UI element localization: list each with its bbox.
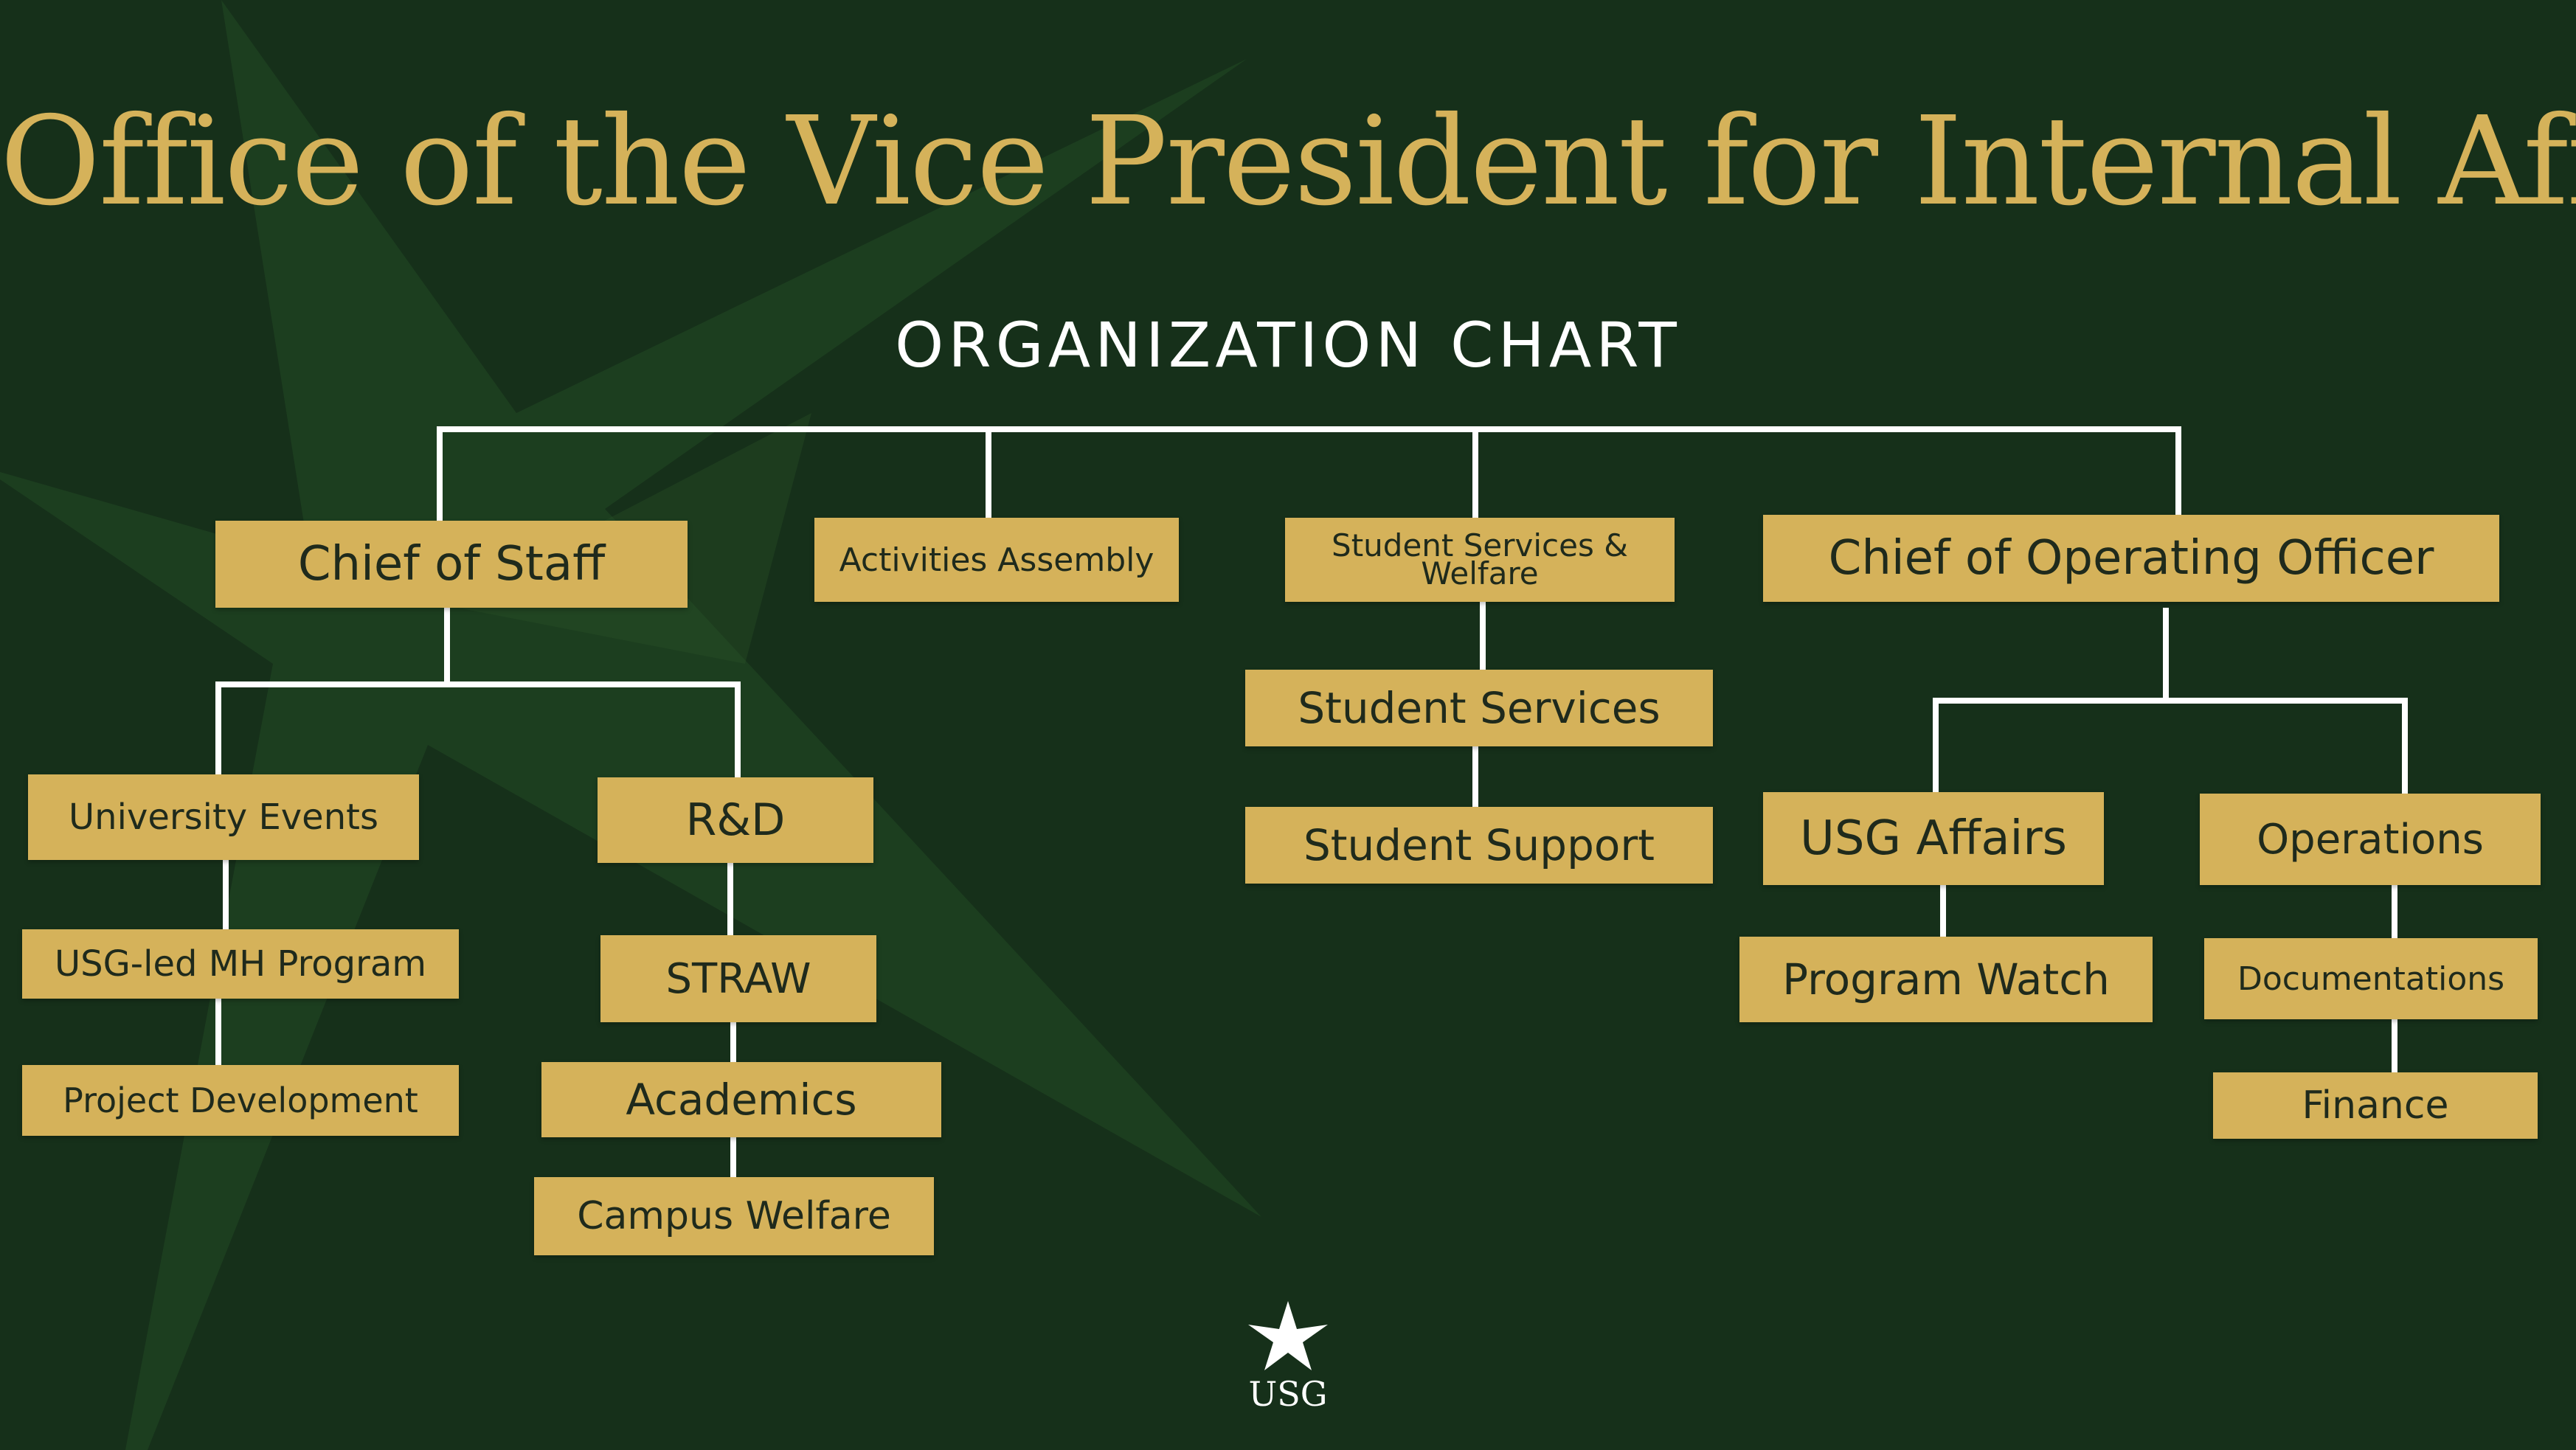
node-student-services-welfare: Student Services & Welfare [1285, 518, 1675, 602]
node-activities-assembly: Activities Assembly [814, 518, 1179, 602]
usg-logo: USG [1229, 1295, 1347, 1414]
node-project-development: Project Development [22, 1065, 459, 1136]
node-program-watch: Program Watch [1739, 937, 2153, 1022]
node-campus-welfare: Campus Welfare [534, 1177, 934, 1255]
node-documentations: Documentations [2204, 938, 2538, 1019]
page-title: Office of the Vice President for Interna… [0, 91, 2576, 233]
node-rnd: R&D [598, 777, 873, 863]
node-chief-operating-officer: Chief of Operating Officer [1763, 515, 2499, 602]
node-usg-affairs: USG Affairs [1763, 792, 2104, 885]
node-university-events: University Events [28, 774, 419, 860]
node-operations: Operations [2200, 794, 2541, 885]
chart-subtitle: ORGANIZATION CHART [895, 309, 1681, 381]
star-icon: USG [1248, 1301, 1328, 1414]
node-usg-led-mh-program: USG-led MH Program [22, 929, 459, 999]
node-straw: STRAW [600, 935, 876, 1022]
logo-text: USG [1248, 1374, 1327, 1413]
node-student-support: Student Support [1245, 807, 1713, 884]
node-academics: Academics [541, 1062, 941, 1137]
node-chief-of-staff: Chief of Staff [215, 521, 688, 608]
node-finance: Finance [2213, 1072, 2538, 1139]
node-student-services: Student Services [1245, 670, 1713, 746]
